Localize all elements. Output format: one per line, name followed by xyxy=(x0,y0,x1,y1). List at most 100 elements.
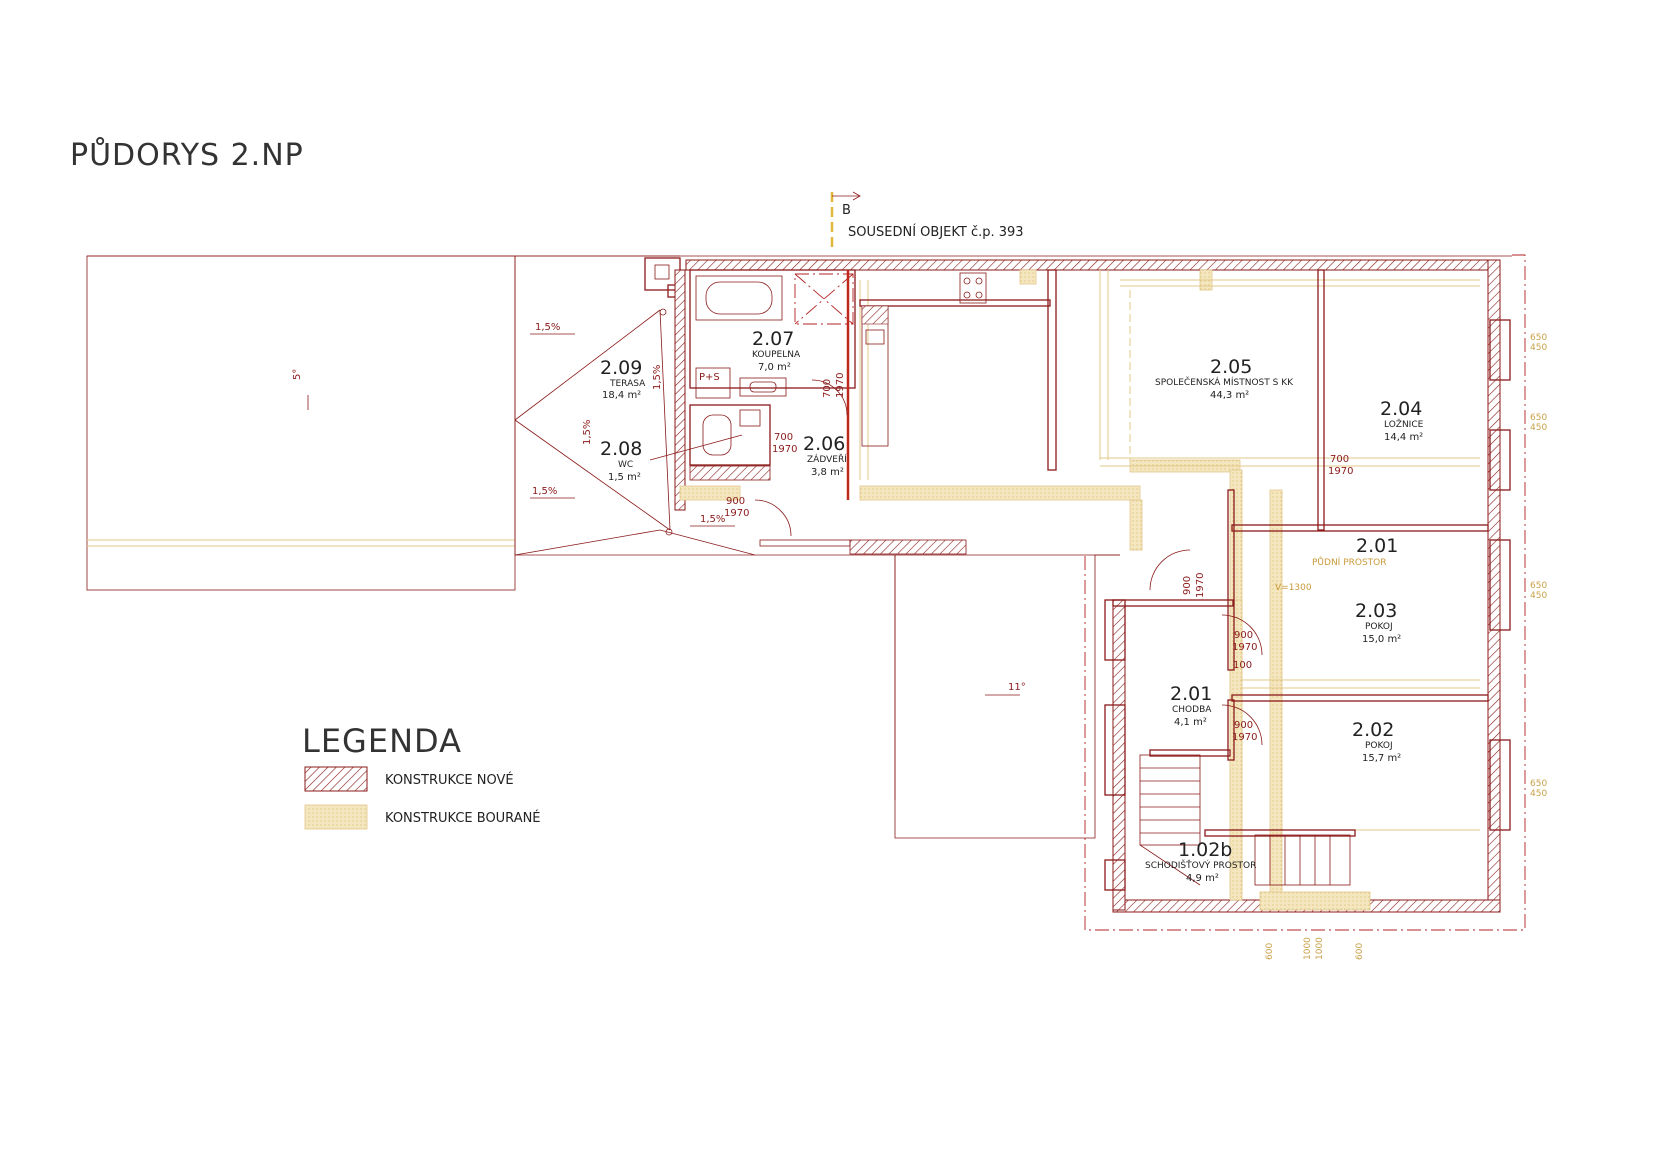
svg-text:ZÁDVEŘÍ: ZÁDVEŘÍ xyxy=(807,453,847,465)
svg-text:44,3 m²: 44,3 m² xyxy=(1210,390,1249,401)
legend-label-demolished: KONSTRUKCE BOURANÉ xyxy=(385,810,541,826)
svg-text:WC: WC xyxy=(618,460,633,470)
room-2-04: 2.04 LOŽNICE 14,4 m² xyxy=(1380,398,1424,443)
svg-text:650: 650 xyxy=(1530,333,1547,343)
svg-text:900: 900 xyxy=(1234,720,1253,731)
door-dim-5: 900 1970 xyxy=(1182,573,1206,598)
svg-text:1970: 1970 xyxy=(1328,466,1353,477)
door-dim-4: 700 1970 xyxy=(1328,454,1353,477)
svg-text:2.01: 2.01 xyxy=(1170,683,1212,705)
svg-text:2.02: 2.02 xyxy=(1352,719,1394,741)
svg-text:1970: 1970 xyxy=(724,508,749,519)
svg-text:700: 700 xyxy=(1330,454,1349,465)
svg-text:KOUPELNA: KOUPELNA xyxy=(752,350,801,360)
svg-text:450: 450 xyxy=(1530,789,1547,799)
room-2-01-corridor: 2.01 CHODBA 4,1 m² xyxy=(1170,683,1212,728)
svg-text:2.03: 2.03 xyxy=(1355,600,1397,622)
svg-text:15,7 m²: 15,7 m² xyxy=(1362,753,1401,764)
slope-4: 1,5% xyxy=(532,486,557,497)
slope-3: 1,5% xyxy=(582,420,593,445)
svg-text:2.04: 2.04 xyxy=(1380,398,1422,420)
legend-swatch-demolished xyxy=(304,804,368,830)
svg-text:3,8 m²: 3,8 m² xyxy=(811,467,844,478)
svg-text:1970: 1970 xyxy=(1232,642,1257,653)
sill-1: 650 450 xyxy=(1530,333,1547,353)
svg-text:700: 700 xyxy=(822,379,833,398)
svg-text:1970: 1970 xyxy=(1195,573,1206,598)
roof-slope-1: 5° xyxy=(292,369,303,380)
svg-text:2.09: 2.09 xyxy=(600,357,642,379)
bottom-dim-3: 1000 xyxy=(1315,937,1325,960)
legend-title: LEGENDA xyxy=(302,722,462,760)
svg-text:900: 900 xyxy=(726,496,745,507)
svg-text:650: 650 xyxy=(1530,413,1547,423)
h-label: 100 xyxy=(1233,660,1252,671)
svg-text:2.05: 2.05 xyxy=(1210,356,1252,378)
svg-text:15,0 m²: 15,0 m² xyxy=(1362,634,1401,645)
bottom-dim-4: 600 xyxy=(1355,943,1365,960)
svg-text:7,0 m²: 7,0 m² xyxy=(758,362,791,373)
room-2-06: 2.06 ZÁDVEŘÍ 3,8 m² xyxy=(803,433,847,478)
svg-text:PŮDNÍ PROSTOR: PŮDNÍ PROSTOR xyxy=(1312,556,1387,568)
sill-3: 650 450 xyxy=(1530,581,1547,601)
svg-text:2.06: 2.06 xyxy=(803,433,845,455)
legend-swatch-new xyxy=(304,766,368,792)
door-dim-6: 900 1970 xyxy=(1232,630,1257,653)
svg-text:POKOJ: POKOJ xyxy=(1365,622,1393,632)
svg-text:2.08: 2.08 xyxy=(600,438,642,460)
slope-2: 1,5% xyxy=(652,365,663,390)
room-2-03: 2.03 POKOJ 15,0 m² xyxy=(1355,600,1401,645)
svg-text:4,9 m²: 4,9 m² xyxy=(1186,873,1219,884)
svg-text:SPOLEČENSKÁ MÍSTNOST S KK: SPOLEČENSKÁ MÍSTNOST S KK xyxy=(1155,376,1294,388)
svg-text:CHODBA: CHODBA xyxy=(1172,705,1212,715)
svg-text:2.07: 2.07 xyxy=(752,328,794,350)
svg-text:450: 450 xyxy=(1530,591,1547,601)
bottom-dim-2: 1000 xyxy=(1303,937,1313,960)
ps-label: P+S xyxy=(699,372,720,383)
roof-slope-2: 11° xyxy=(1008,682,1026,693)
plan-title: PŮDORYS 2.NP xyxy=(70,136,304,173)
svg-text:450: 450 xyxy=(1530,423,1547,433)
svg-text:18,4 m²: 18,4 m² xyxy=(602,390,641,401)
svg-text:450: 450 xyxy=(1530,343,1547,353)
svg-text:2.01: 2.01 xyxy=(1356,535,1398,557)
slope-5: 1,5% xyxy=(700,514,725,525)
svg-text:LOŽNICE: LOŽNICE xyxy=(1384,418,1424,430)
svg-text:1970: 1970 xyxy=(835,373,846,398)
svg-text:1970: 1970 xyxy=(1232,732,1257,743)
svg-text:700: 700 xyxy=(774,432,793,443)
sill-4: 650 450 xyxy=(1530,779,1547,799)
svg-text:900: 900 xyxy=(1234,630,1253,641)
neighbor-label: SOUSEDNÍ OBJEKT č.p. 393 xyxy=(848,224,1024,240)
slope-1: 1,5% xyxy=(535,322,560,333)
svg-text:1.02b: 1.02b xyxy=(1178,839,1232,861)
legend-label-new: KONSTRUKCE NOVÉ xyxy=(385,772,514,788)
svg-text:1970: 1970 xyxy=(772,444,797,455)
svg-text:650: 650 xyxy=(1530,581,1547,591)
room-2-09: 2.09 TERASA 18,4 m² xyxy=(600,357,646,401)
room-2-05: 2.05 SPOLEČENSKÁ MÍSTNOST S KK 44,3 m² xyxy=(1155,356,1294,401)
legend: LEGENDA KONSTRUKCE NOVÉ KONSTRUKCE BOURA… xyxy=(302,722,541,830)
vh-label: V=1300 xyxy=(1275,583,1312,593)
svg-text:4,1 m²: 4,1 m² xyxy=(1174,717,1207,728)
room-1-02b: 1.02b SCHODIŠŤOVÝ PROSTOR 4,9 m² xyxy=(1145,839,1256,884)
svg-text:1,5 m²: 1,5 m² xyxy=(608,472,641,483)
room-2-07: 2.07 KOUPELNA 7,0 m² xyxy=(752,328,801,373)
room-2-01-attic: 2.01 PŮDNÍ PROSTOR xyxy=(1312,535,1398,568)
door-dim-1: 900 1970 xyxy=(724,496,749,519)
door-dim-2: 700 1970 xyxy=(772,432,797,455)
door-dim-3: 700 1970 xyxy=(822,373,846,398)
svg-text:650: 650 xyxy=(1530,779,1547,789)
svg-text:SCHODIŠŤOVÝ PROSTOR: SCHODIŠŤOVÝ PROSTOR xyxy=(1145,859,1256,871)
bottom-dim-1: 600 xyxy=(1265,943,1275,960)
room-2-08: 2.08 WC 1,5 m² xyxy=(600,438,642,483)
svg-text:14,4 m²: 14,4 m² xyxy=(1384,432,1423,443)
svg-text:POKOJ: POKOJ xyxy=(1365,741,1393,751)
room-2-02: 2.02 POKOJ 15,7 m² xyxy=(1352,719,1401,764)
door-dim-7: 900 1970 xyxy=(1232,720,1257,743)
svg-text:900: 900 xyxy=(1182,576,1193,595)
section-marker: B xyxy=(842,203,851,218)
sill-2: 650 450 xyxy=(1530,413,1547,433)
svg-text:TERASA: TERASA xyxy=(609,379,646,389)
